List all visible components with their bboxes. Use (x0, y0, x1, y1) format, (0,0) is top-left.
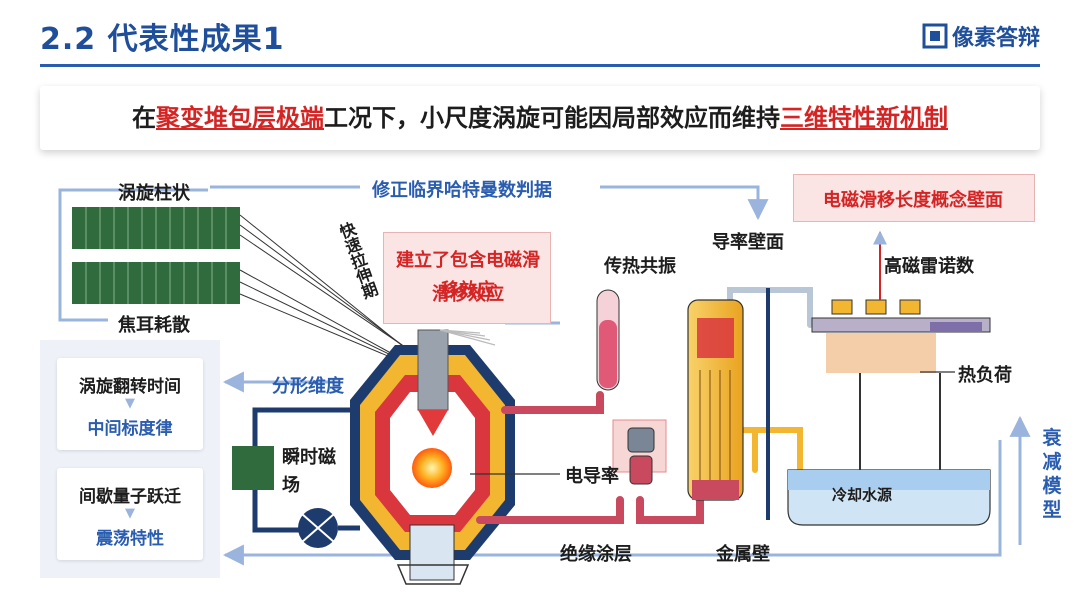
left-loop-arrow (58, 188, 208, 322)
banner-part: 工况下，小尺度涡旋可能因局部效应而维持 (324, 104, 780, 132)
summary-text: 在聚变堆包层极端工况下，小尺度涡旋可能因局部效应而维持三维特性新机制 (40, 86, 1040, 150)
card-1-bottom: 中间标度律 (87, 419, 173, 439)
card-1-top: 涡旋翻转时间 (79, 377, 181, 397)
card-2-bottom: 震荡特性 (96, 529, 164, 549)
focal-dissipation-label: 焦耳耗散 (118, 315, 190, 336)
em-slip-callout (383, 232, 551, 324)
heat-load-label: 热负荷 (958, 365, 1012, 386)
em-slip-wall-label: 电磁滑移长度概念壁面 (823, 190, 1003, 211)
vortex-column-label: 涡旋柱状 (118, 183, 190, 204)
banner-highlight: 聚变堆包层极端 (156, 104, 324, 132)
chevron-down-icon: ▼ (125, 506, 135, 521)
side-card-2: 间歇量子跃迁 ▼ 震荡特性 (57, 468, 203, 560)
em-slip-effect-label: 建立了包含电磁滑移效应 (396, 250, 540, 301)
title-divider (40, 64, 1040, 67)
heat-exchanger (687, 299, 744, 501)
conductive-wall-label: 导率壁面 (712, 232, 784, 253)
heat-resonance-label: 传热共振 (604, 256, 676, 277)
criterion-label: 修正临界哈特曼数判据 (372, 180, 552, 201)
em-slip-effect-label-2: 滑移效应 (432, 284, 504, 305)
cooling-water-label: 冷却水源 (832, 486, 893, 504)
magnet-assembly (811, 299, 991, 470)
page-title: 2.2 代表性成果1 (40, 22, 285, 57)
banner-highlight: 三维特性新机制 (780, 104, 948, 132)
side-card-1: 涡旋翻转时间 ▼ 中间标度律 (57, 358, 203, 450)
cooling-tank (787, 469, 991, 526)
logo-text: 像素答辩 (951, 26, 1040, 51)
banner-part: 在 (132, 104, 156, 132)
insulation-pump (627, 427, 655, 485)
logo-icon (922, 23, 948, 49)
fractal-dimension-label: 分形维度 (272, 376, 344, 397)
conductivity-label: 电导率 (565, 466, 619, 487)
top-arrow-to-wall (600, 185, 769, 221)
reactor-vessel (350, 329, 515, 585)
field-circuit (232, 407, 360, 548)
chevron-down-icon: ▼ (125, 396, 135, 411)
brand-logo: 像素答辩 (922, 20, 1040, 52)
em-slip-wall-callout (793, 174, 1035, 222)
metal-wall-divider (766, 288, 770, 520)
insulating-coating-label: 绝缘涂层 (560, 544, 632, 565)
card-2-top: 间歇量子跃迁 (79, 487, 181, 507)
decay-model-label: 衰减模型 (1042, 427, 1062, 521)
resonance-tube (596, 289, 620, 391)
transient-field-label: 瞬时磁场 (282, 447, 336, 496)
vortex-coils (72, 207, 431, 373)
bottom-return-line (380, 440, 1002, 557)
high-mag-reynolds-label: 高磁雷诺数 (884, 256, 974, 277)
summary-banner: 在聚变堆包层极端工况下，小尺度涡旋可能因局部效应而维持三维特性新机制 (40, 86, 1040, 150)
metal-wall-label: 金属壁 (716, 544, 770, 565)
